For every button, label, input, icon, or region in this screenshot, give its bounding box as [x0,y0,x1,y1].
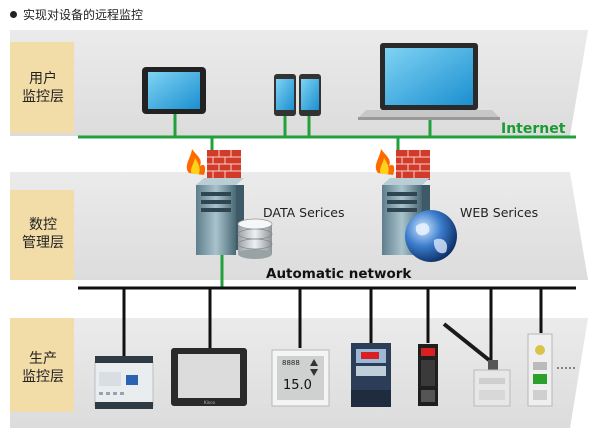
arrow-up-icon [310,359,318,366]
thermostat-device: 8888 15.0 [271,349,330,407]
thermostat-top-display: 8888 [282,359,300,367]
database-icon [237,218,273,259]
layer-label-user: 用户 监控层 [12,70,74,106]
tablet-device [142,67,206,114]
phone-right-device [299,74,321,116]
wireless-module-device [442,322,511,407]
io-module-device [527,333,575,407]
production-drops [122,288,543,372]
heading: 实现对设备的远程监控 [10,6,143,23]
layer-label-user-line1: 用户 [29,71,57,87]
heading-text: 实现对设备的远程监控 [23,8,144,22]
internet-label: Internet [501,121,566,137]
layer-label-production: 生产 监控层 [12,350,74,386]
layer-label-data: 数控 管理层 [12,216,74,252]
globe-icon [405,210,457,262]
layer-label-data-line1: 数控 [29,217,57,233]
servo-driver-device [418,344,438,406]
layer-label-data-line2: 管理层 [22,235,64,251]
automatic-network-label: Automatic network [266,266,412,282]
laptop-device [358,43,500,120]
data-server [196,178,244,255]
arrow-down-icon [310,369,318,376]
firewall-icon [186,149,241,180]
firewall-icon [375,149,430,180]
layer-tab-production [10,318,74,412]
hmi-device: Kinco [171,348,247,406]
web-server-label: WEB Serices [460,205,538,220]
layer-tab-user [10,42,74,133]
bullet-icon [10,11,17,18]
layer-label-production-line1: 生产 [29,351,57,367]
band-data [10,172,588,280]
phone-left-device [274,74,296,116]
layer-label-user-line2: 监控层 [22,89,64,105]
data-server-label: DATA Serices [263,205,345,220]
hmi-brand: Kinco [204,400,215,405]
plc-device [94,356,154,409]
layer-tab-data [10,190,74,280]
layer-label-production-line2: 监控层 [22,369,64,385]
thermostat-reading: 15.0 [283,378,312,393]
antenna-icon [442,322,496,366]
inverter-device [351,343,391,407]
